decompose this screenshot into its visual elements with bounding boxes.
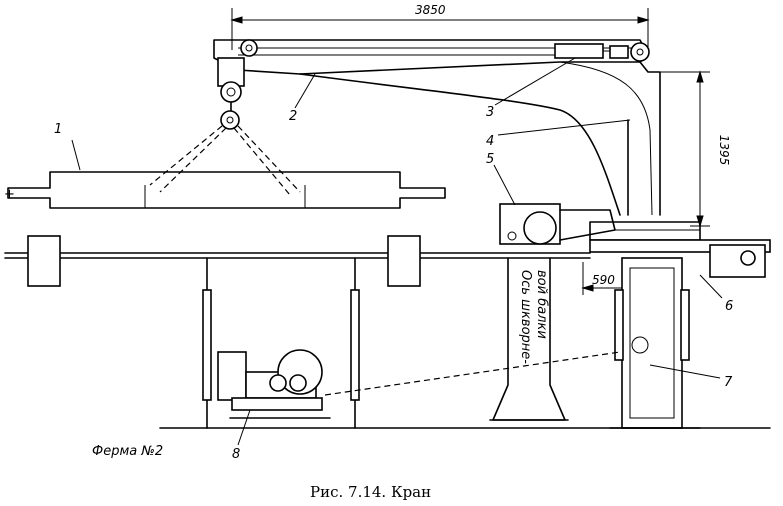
dimension-3850-text: 3850 <box>415 3 446 17</box>
dimension-1395-text: 1395 <box>717 135 731 166</box>
load-beam: + <box>4 171 446 209</box>
dimension-3850: 3850 <box>230 3 650 50</box>
callout-1: 1 <box>54 122 62 137</box>
rail <box>4 235 591 287</box>
callout-6: 6 <box>725 299 733 314</box>
hook-assembly <box>149 57 301 196</box>
callout-7: 7 <box>724 375 733 390</box>
dimension-590: 590 <box>581 262 623 295</box>
callout-8: 8 <box>232 447 240 462</box>
dimension-1395: 1395 <box>690 70 731 228</box>
callout-2: 2 <box>289 109 297 124</box>
axis-label-line2: вой балки <box>534 270 549 339</box>
mast <box>627 61 700 216</box>
kingpin-support: Ось шкворне- вой балки <box>489 257 569 421</box>
svg-text:+: + <box>4 187 15 202</box>
dimension-590-text: 590 <box>592 273 615 287</box>
lower-column <box>609 257 701 429</box>
figure-caption: Рис. 7.14. Кран <box>310 483 431 501</box>
slewing-unit <box>499 203 771 278</box>
callout-4: 4 <box>486 134 494 149</box>
truss-label: Ферма №2 <box>92 444 163 459</box>
axis-label-line1: Ось шкворне- <box>518 270 533 364</box>
callout-5: 5 <box>486 152 494 167</box>
boom-curve <box>299 61 653 216</box>
drive-unit <box>217 349 621 419</box>
callout-numbers: 1 2 3 4 5 6 7 8 <box>54 105 733 462</box>
boom <box>213 39 650 75</box>
leaders <box>71 57 723 446</box>
hangers <box>202 257 360 429</box>
callout-3: 3 <box>486 105 494 120</box>
